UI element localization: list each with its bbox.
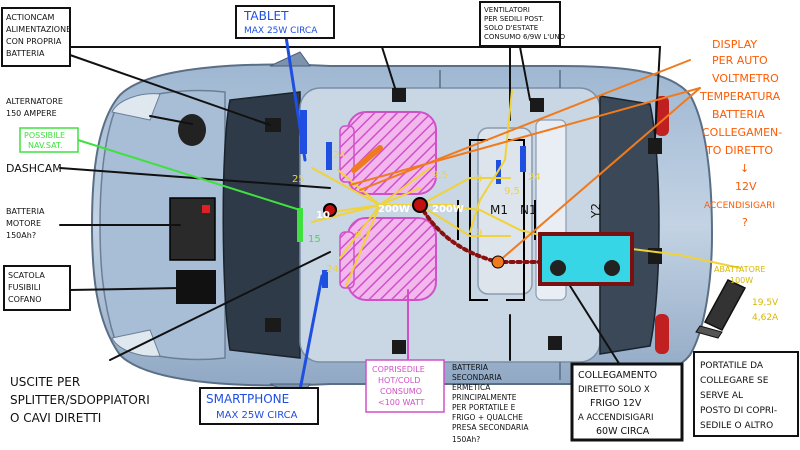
actioncam-box bbox=[1, 7, 71, 67]
value-25-front: 25 bbox=[292, 174, 305, 185]
portatile-box bbox=[693, 351, 799, 437]
collegamento-label: COLLEGAMENTO DIRETTO SOLO X FRIGO 12V A … bbox=[578, 370, 660, 437]
dashcam-label: DASHCAM bbox=[6, 162, 62, 175]
coprisedile-box bbox=[365, 359, 445, 413]
value-200w-right: 200W bbox=[432, 204, 464, 215]
numeric-annotations: 25 24 10 15 9,5 24 200W 200W 9,5 9 9 24 … bbox=[292, 150, 541, 275]
scatola-box bbox=[3, 265, 71, 311]
fridge bbox=[538, 232, 634, 286]
coprisedile-label: COPRISEDILE HOT/COLD CONSUMO <100 WATT bbox=[372, 365, 427, 407]
hubs bbox=[323, 197, 505, 269]
nav-label: POSSIBILE NAV.SAT. bbox=[24, 131, 68, 150]
hub-center bbox=[412, 197, 428, 213]
uscite-label: USCITE PER SPLITTER/SDOPPIATORI O CAVI D… bbox=[10, 375, 154, 425]
speaker-rear-left bbox=[530, 98, 544, 112]
leader-uscite bbox=[109, 251, 331, 361]
abattatore-label: ABATTATORE 100W bbox=[714, 265, 768, 285]
seat-marker-n1: N1 bbox=[520, 203, 537, 217]
speaker-rear-right bbox=[548, 336, 562, 350]
speaker-door-left bbox=[392, 88, 406, 102]
leader-trunk bbox=[519, 46, 662, 139]
wire-display-orange bbox=[359, 59, 691, 191]
abattatore-output: 19,5V 4,62A bbox=[752, 298, 781, 323]
alternatore-label: ALTERNATORE 150 AMPERE bbox=[6, 97, 66, 118]
battery-plus-terminal bbox=[202, 205, 210, 213]
collegamento-box bbox=[570, 362, 684, 442]
wire-nav bbox=[77, 139, 301, 211]
wires bbox=[59, 19, 741, 392]
value-9-top: 9 bbox=[476, 174, 482, 185]
portatile-label: PORTATILE DA COLLEGARE SE SERVE AL POSTO… bbox=[700, 361, 780, 431]
speaker-door-right bbox=[392, 340, 406, 354]
leader-dashcam bbox=[59, 167, 331, 189]
speaker-front-right bbox=[265, 318, 281, 332]
hub-front bbox=[323, 203, 337, 217]
nav-box bbox=[19, 127, 79, 153]
seat-covers bbox=[339, 111, 437, 301]
leader-alternatore bbox=[149, 115, 193, 125]
display-label: DISPLAY PER AUTO VOLTMETRO TEMPERATURA B… bbox=[699, 38, 786, 229]
fuse-box bbox=[176, 270, 216, 304]
scatola-label: SCATOLA FUSIBILI COFANO bbox=[8, 271, 47, 304]
ventilatori-label: VENTILATORI PER SEDILI POST. SOLO D'ESTA… bbox=[484, 6, 566, 41]
tablet-box bbox=[235, 5, 335, 39]
laptop-icon bbox=[695, 279, 747, 339]
value-9-5-rear: 9,5 bbox=[504, 186, 520, 197]
smartphone-label: SMARTPHONE MAX 25W CIRCA bbox=[206, 392, 298, 421]
ventilatori-box bbox=[479, 1, 561, 47]
value-9-5-center: 9,5 bbox=[432, 170, 448, 181]
seat-marker-m1: M1 bbox=[490, 203, 508, 217]
value-24-bottom: 24 bbox=[326, 264, 339, 275]
speaker-front-left bbox=[265, 118, 281, 132]
actioncam-label: ACTIONCAM ALIMENTAZIONE CON PROPRIA BATT… bbox=[6, 13, 74, 58]
batteria-motore-label: BATTERIA MOTORE 150Ah? bbox=[6, 207, 47, 240]
leader-scatola bbox=[69, 287, 181, 291]
seat-marker-y2: Y2 bbox=[589, 203, 603, 219]
hub-rear bbox=[491, 255, 505, 269]
value-200w-left: 200W bbox=[378, 204, 410, 215]
batteria-secondaria-label: BATTERIA SECONDARIA ERMETICA PRINCIPALME… bbox=[452, 363, 531, 444]
speaker-trunk-left bbox=[648, 138, 662, 154]
value-9-5-front: 9,5 bbox=[355, 230, 371, 241]
value-24-top: 24 bbox=[333, 150, 346, 161]
value-24-rear: 24 bbox=[528, 172, 541, 183]
alternator bbox=[178, 114, 206, 146]
value-9-bottom: 9 bbox=[476, 228, 482, 239]
wire-smartphone bbox=[298, 274, 324, 392]
value-15: 15 bbox=[308, 234, 321, 245]
engine-bay bbox=[169, 114, 216, 304]
tablet-label: TABLET MAX 25W CIRCA bbox=[243, 9, 318, 36]
smartphone-box bbox=[199, 387, 319, 425]
leader-actioncam bbox=[69, 54, 271, 126]
value-10: 10 bbox=[316, 210, 330, 221]
